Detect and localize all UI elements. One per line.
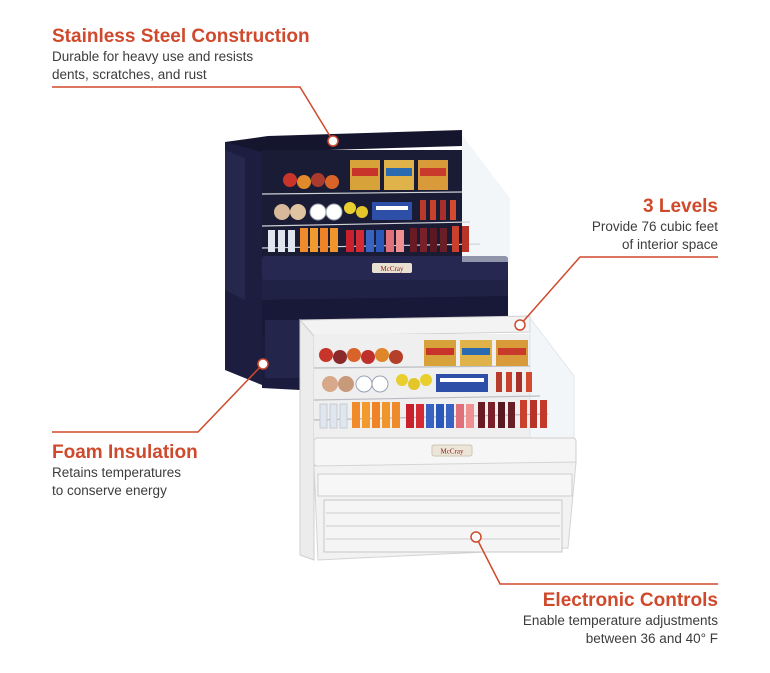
callout-electronic-controls: Electronic Controls Enable temperature a… [470,590,718,648]
marker-elec [470,531,482,543]
white-middle-shelf-products [322,372,532,393]
brand-logo-black: McCray [381,265,404,273]
leader-foam [52,363,264,433]
callout-foam-line1: Retains temperatures [52,465,182,480]
marker-levels [514,319,526,331]
callout-foam-title: Foam Insulation [52,442,198,463]
brand-plate-black [372,263,412,273]
black-middle-shelf-products [274,200,456,221]
brand-logo-white: McCray [441,448,464,456]
marker-steel [327,135,339,147]
callout-steel-line1: Durable for heavy use and resists [52,49,254,64]
callout-levels-title: 3 Levels [643,196,718,217]
callout-elec-line1: Enable temperature adjustments [522,613,718,628]
callout-elec-title: Electronic Controls [542,590,718,611]
white-top-shelf-products [319,340,528,366]
leader-levels [519,256,718,326]
callout-foam-line2: to conserve energy [52,483,167,498]
callout-elec-line2: between 36 and 40° F [585,631,718,646]
callout-markers [257,135,526,543]
callout-3-levels: 3 Levels Provide 76 cubic feet of interi… [520,196,718,254]
black-bottom-shelf-products [268,226,469,252]
white-merchandiser: McCray [299,315,577,561]
black-top-shelf-products [283,160,448,190]
callout-steel-title: Stainless Steel Construction [52,26,310,47]
callout-levels-line1: Provide 76 cubic feet [591,219,718,234]
callout-leaders [52,86,718,585]
brand-plate-white [431,444,473,457]
leader-elec [475,536,718,585]
callout-stainless-steel: Stainless Steel Construction Durable for… [52,26,352,84]
marker-foam [257,358,269,370]
leader-steel [52,86,334,142]
white-bottom-shelf-products [319,400,547,429]
callout-foam-insulation: Foam Insulation Retains temperatures to … [52,442,272,500]
callout-levels-line2: of interior space [621,237,718,252]
callout-steel-line2: dents, scratches, and rust [52,67,207,82]
